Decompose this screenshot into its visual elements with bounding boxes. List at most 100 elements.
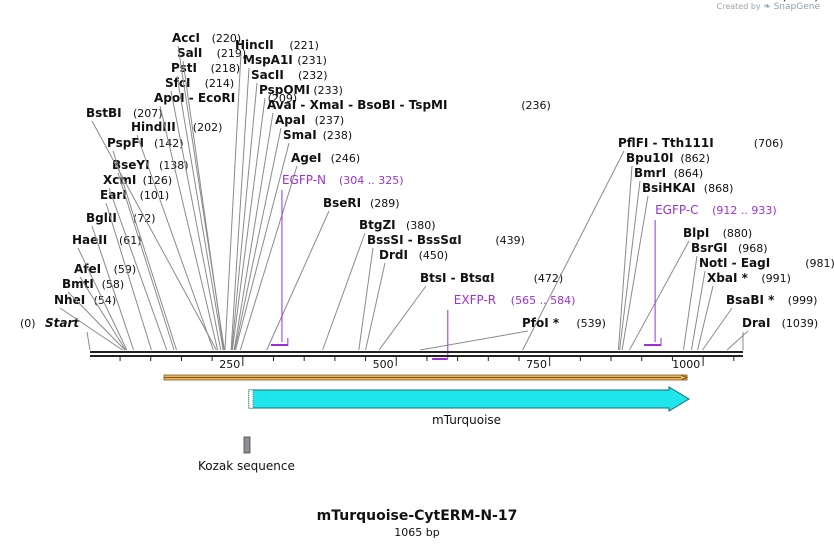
cut-line [170, 90, 222, 351]
ruler-label: 1000 [672, 358, 700, 371]
feature-start-marker [248, 389, 254, 409]
enzyme-label: PflFI - Tth111I [618, 136, 714, 150]
cut-position: (439) [495, 234, 525, 247]
cut-line [108, 187, 168, 351]
feature-label: mTurquoise [432, 413, 501, 427]
enzyme-label: HaeII [72, 233, 107, 247]
ruler-label: 750 [526, 358, 547, 371]
cut-position: (101) [140, 189, 170, 202]
enzyme-label: DraI [742, 316, 770, 330]
primer-bar [270, 344, 288, 346]
enzyme-label: PspOMI [259, 83, 310, 97]
cut-position: (72) [133, 212, 156, 225]
enzyme-label: SacII [251, 68, 284, 82]
primer-range: (304 .. 325) [339, 174, 404, 187]
cut-line [702, 307, 733, 351]
snapgene-logo-icon: ❧ SnapGene [763, 2, 820, 12]
cut-line [690, 270, 706, 351]
cut-position: (202) [193, 121, 223, 134]
cut-position: (991) [761, 272, 791, 285]
cut-position: (214) [205, 77, 235, 90]
cut-position: (126) [143, 174, 173, 187]
cut-position: (232) [298, 69, 328, 82]
cut-line [59, 307, 123, 351]
cut-line [176, 75, 224, 351]
cut-line [112, 150, 178, 351]
cut-position: (380) [406, 219, 436, 232]
enzyme-label: NheI [54, 293, 85, 307]
cut-line [231, 97, 266, 351]
enzyme-label: PfoI * [522, 316, 560, 330]
cut-line [231, 82, 258, 351]
cut-line [91, 120, 217, 351]
cut-position: (706) [754, 137, 784, 150]
cut-line [230, 67, 250, 351]
enzyme-label: SalI [177, 46, 202, 60]
cut-line [177, 45, 225, 351]
cut-line [522, 150, 625, 351]
primer-range: (565 .. 584) [511, 294, 576, 307]
sequence-backbone-top [90, 351, 743, 353]
cut-position: (968) [738, 242, 768, 255]
enzyme-label: MspA1I [243, 53, 293, 67]
cut-line [136, 134, 214, 351]
cut-line [358, 247, 374, 351]
cut-line [234, 127, 282, 351]
enzyme-label: EarI [100, 188, 127, 202]
enzyme-label: BsaBI * [726, 293, 775, 307]
cut-position: (233) [313, 84, 343, 97]
cut-line [91, 225, 135, 351]
cut-line [224, 52, 242, 351]
cut-position: (981) [805, 257, 834, 270]
enzyme-label: BseRI [323, 196, 361, 210]
cut-position: (220) [212, 32, 242, 45]
feature-label: Kozak sequence [198, 459, 295, 473]
cut-position: (58) [102, 278, 125, 291]
cut-position: (450) [419, 249, 449, 262]
cut-position: (54) [94, 294, 117, 307]
cut-position: (539) [576, 317, 606, 330]
cut-position: (238) [323, 129, 353, 142]
cut-line [726, 330, 749, 351]
cut-position: (221) [289, 39, 319, 52]
cut-position: (218) [211, 62, 241, 75]
cut-line [420, 330, 529, 351]
cut-position: (59) [114, 263, 137, 276]
enzyme-label: HincII [235, 38, 274, 52]
cut-position: (289) [370, 197, 400, 210]
enzyme-label: PspFI [107, 136, 144, 150]
ruler-label: 500 [373, 358, 394, 371]
cut-line [365, 262, 386, 351]
primer-label: EXFP-R [454, 293, 496, 307]
primer-range: (912 .. 933) [712, 204, 777, 217]
cut-line [682, 255, 698, 351]
enzyme-label: BmtI [62, 277, 94, 291]
cut-line [378, 285, 427, 351]
enzyme-label: AccI [172, 31, 200, 45]
primer-bar [432, 358, 448, 360]
cut-position: (237) [315, 114, 345, 127]
cut-position: (61) [119, 234, 142, 247]
enzyme-label: DrdI [379, 248, 408, 262]
enzyme-label: BsiHKAI [642, 181, 696, 195]
enzyme-label: AvaI - XmaI - BsoBI - TspMI [267, 98, 447, 112]
snapgene-credit: Created by ❧ SnapGene [716, 2, 820, 12]
cut-line [77, 247, 128, 351]
enzyme-label: BtgZI [359, 218, 396, 232]
primer-bar [644, 344, 661, 346]
cut-position: (862) [680, 152, 710, 165]
cut-line [234, 142, 290, 351]
cut-line [619, 180, 641, 351]
enzyme-label: SmaI [283, 128, 317, 142]
cut-position: (864) [674, 167, 704, 180]
cut-line [86, 331, 91, 351]
sequence-backbone-bottom [90, 355, 743, 357]
cut-position: (219) [217, 47, 247, 60]
cut-position: (207) [133, 107, 163, 120]
primer-label: EGFP-N [282, 173, 326, 187]
cut-position: (1039) [782, 317, 819, 330]
enzyme-label: Bpu10I [626, 151, 673, 165]
cut-line [117, 172, 175, 351]
cut-position: (868) [704, 182, 734, 195]
